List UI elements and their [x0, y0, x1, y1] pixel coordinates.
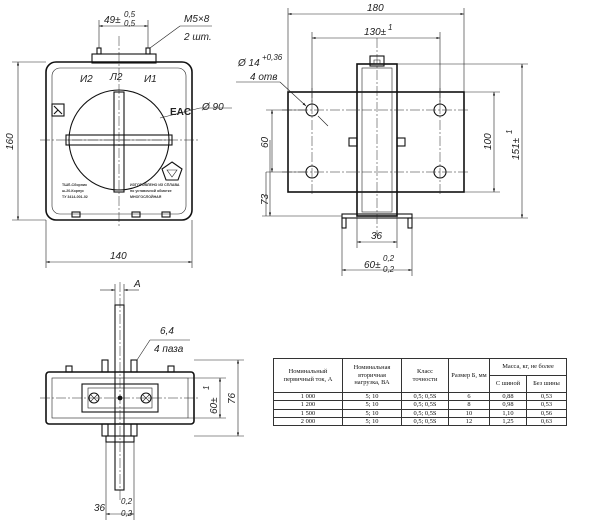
cell-current: 1 200 — [273, 400, 343, 410]
cell-class: 0,5; 0,5S — [401, 391, 449, 402]
cell-mass-without: 0,53 — [525, 400, 568, 410]
specs-table: Номинальный первичный ток, А Номинальная… — [273, 358, 568, 427]
header-mass-without-bus: Без шины — [525, 375, 568, 393]
header-class: Класс точности — [401, 358, 449, 393]
cell-mass-with: 1,10 — [489, 408, 527, 419]
hole-dia: Ø 14 — [237, 58, 260, 69]
header-load: Номинальная вторичная нагрузка, ВА — [342, 358, 402, 393]
side-view: 180 130± 1 Ø 14 +0,36 4 отв 60 73 100 15… — [236, 3, 528, 276]
cell-mass-without: 0,53 — [525, 391, 568, 402]
svg-text:0,2: 0,2 — [121, 497, 133, 506]
svg-text:0,2: 0,2 — [383, 254, 395, 263]
cell-size-b: 6 — [448, 391, 490, 402]
header-current: Номинальный первичный ток, А — [273, 358, 343, 393]
table-row: 1 000 5; 10 0,5; 0,5S 6 0,88 0,53 — [273, 391, 568, 402]
svg-text:1: 1 — [505, 130, 514, 134]
cell-mass-with: 1,25 — [489, 417, 527, 427]
logo-mark — [51, 103, 65, 117]
cell-load: 5; 10 — [342, 391, 402, 402]
svg-text:0,5: 0,5 — [124, 10, 136, 19]
cell-mass-without: 0,63 — [525, 417, 568, 427]
cell-class: 0,5; 0,5S — [401, 417, 449, 427]
cell-mass-with: 0,88 — [489, 391, 527, 402]
dim-36-side: 36 — [371, 231, 383, 242]
dim-36-top: 36 — [94, 503, 106, 514]
nameplate-left-2: ш-20-Корпус — [62, 189, 84, 193]
cell-load: 5; 10 — [342, 417, 402, 427]
svg-text:0,2: 0,2 — [121, 509, 133, 518]
table-row: 2 000 5; 10 0,5; 0,5S 12 1,25 0,63 — [273, 417, 568, 427]
busbar-vertical — [113, 91, 125, 193]
dim-60-base: 60± — [364, 260, 381, 271]
busbar-plate — [287, 91, 465, 193]
header-size-b: Размер Б, мм — [448, 358, 490, 393]
cell-mass-with: 0,98 — [489, 400, 527, 410]
dim-180: 180 — [367, 3, 384, 14]
window-dia-label: Ø 90 — [201, 102, 224, 113]
svg-text:0,5: 0,5 — [124, 19, 136, 28]
top-view: A 6,4 4 паза 60± 1 76 36 0,2 0,2 — [40, 279, 244, 520]
cell-size-b: 12 — [448, 417, 490, 427]
dim-151: 151± — [511, 137, 522, 160]
cell-class: 0,5; 0,5S — [401, 408, 449, 419]
slot-count: 4 паза — [154, 344, 184, 355]
cell-load: 5; 10 — [342, 408, 402, 419]
cell-size-b: 8 — [448, 400, 490, 410]
table-row: 1 200 5; 10 0,5; 0,5S 8 0,98 0,53 — [273, 400, 568, 410]
dim-76: 76 — [227, 392, 238, 404]
svg-text:0,2: 0,2 — [383, 265, 395, 274]
dim-73: 73 — [260, 193, 271, 205]
eac-mark: EAC — [170, 107, 191, 118]
svg-text:1: 1 — [388, 23, 392, 32]
svg-text:1: 1 — [202, 386, 211, 390]
dim-60-top: 60± — [209, 397, 220, 414]
nameplate-left-3: ТУ 3414-001-02 — [62, 195, 88, 199]
header-mass-with-bus: С шиной — [489, 375, 527, 393]
dim-130: 130± — [364, 27, 387, 38]
dim-49: 49± — [104, 15, 121, 26]
header-mass: Масса, кг, не более — [489, 358, 567, 376]
dim-60-side: 60 — [260, 136, 271, 148]
nameplate-right-3: МНОГОСЛОЙНАЯ — [130, 195, 162, 199]
hole-count: 4 отв — [250, 72, 277, 83]
cell-current: 2 000 — [273, 417, 343, 427]
terminal-label-i2: И2 — [80, 74, 93, 85]
dim-140: 140 — [110, 251, 127, 262]
front-view: EAC ТШЛ-Cборник ш-20-Корпус ТУ 3414-001-… — [5, 10, 232, 268]
cell-current: 1 500 — [273, 408, 343, 419]
nameplate-right-1: ИЗГОТОВЛЕНО ИЗ СПЛАВА — [130, 183, 180, 187]
bolt-count: 2 шт. — [183, 32, 212, 43]
terminal-block — [91, 53, 157, 64]
table-row: 1 500 5; 10 0,5; 0,5S 10 1,10 0,56 — [273, 408, 568, 419]
top-busbar — [114, 304, 125, 491]
cell-current: 1 000 — [273, 391, 343, 402]
svg-text:+0,36: +0,36 — [262, 53, 283, 62]
terminal-label-l2: Л2 — [109, 72, 123, 83]
cell-size-b: 10 — [448, 408, 490, 419]
dim-160: 160 — [5, 133, 16, 150]
terminal-label-i1: И1 — [144, 74, 157, 85]
bolt-thread: M5×8 — [184, 14, 210, 25]
quality-mark-icon — [161, 161, 183, 181]
nameplate-right-2: по уставочной обмотке — [130, 189, 172, 193]
cell-load: 5; 10 — [342, 400, 402, 410]
nameplate-left-1: ТШЛ-Cборник — [62, 183, 87, 187]
cell-mass-without: 0,56 — [525, 408, 568, 419]
dim-100: 100 — [483, 133, 494, 150]
slot-size: 6,4 — [160, 326, 174, 337]
dim-a: A — [133, 279, 141, 290]
cell-class: 0,5; 0,5S — [401, 400, 449, 410]
